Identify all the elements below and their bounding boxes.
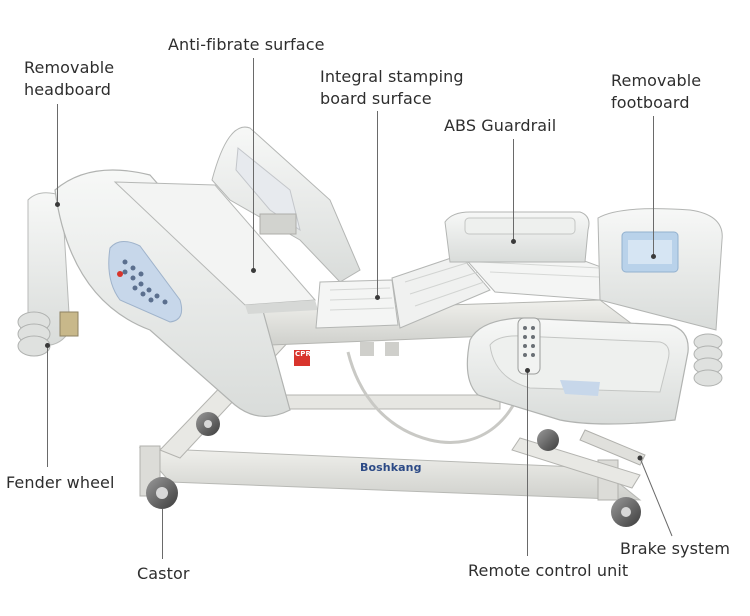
leader-dot-remote-control: [525, 368, 530, 373]
footboard: [597, 208, 723, 387]
callout-integral-stamping: Integral stamping board surface: [320, 67, 464, 108]
castor-front-right: [611, 497, 641, 527]
leader-dot-headboard: [55, 202, 60, 207]
castor-front-left: [146, 477, 178, 509]
abs-guardrail-rear: [444, 211, 590, 263]
left-guardrail: [54, 169, 291, 417]
leader-abs-guardrail: [513, 139, 514, 241]
castor-rear-right: [537, 429, 559, 451]
callout-remote-control-unit: Remote control unit: [468, 561, 629, 580]
remote-control-handset: [517, 317, 541, 375]
leader-headboard: [57, 104, 58, 204]
leader-dot-anti-fibrate: [251, 268, 256, 273]
leader-dot-fender-wheel: [45, 343, 50, 348]
bed-brand-text: Boshkang: [360, 461, 422, 474]
castor-rear-left: [196, 412, 220, 436]
callout-removable-headboard: Removable headboard: [24, 58, 115, 99]
guardrail-keypad: [122, 259, 168, 305]
leader-dot-footboard: [651, 254, 656, 259]
leader-castor: [162, 509, 163, 559]
leader-remote-control: [527, 370, 528, 556]
leader-dot-integral-stamping: [375, 295, 380, 300]
leader-anti-fibrate: [253, 58, 254, 270]
callout-anti-fibrate-surface: Anti-fibrate surface: [168, 35, 325, 54]
thigh-section: [391, 254, 491, 329]
leader-dot-abs-guardrail: [511, 239, 516, 244]
callout-fender-wheel: Fender wheel: [6, 473, 115, 492]
cpr-handle: [294, 350, 310, 366]
leader-fender-wheel: [47, 345, 48, 467]
leader-footboard: [653, 116, 654, 256]
headboard: [17, 192, 79, 357]
back-section: [113, 181, 318, 314]
callout-brake-system: Brake system: [620, 539, 731, 558]
callout-castor: Castor: [137, 564, 190, 583]
leader-integral-stamping: [377, 111, 378, 297]
cpr-tag-text: CPR: [295, 350, 311, 358]
seat-section: [315, 279, 399, 329]
callout-abs-guardrail: ABS Guardrail: [444, 116, 557, 135]
callout-removable-footboard: Removable footboard: [611, 71, 702, 112]
rear-head-rail: [211, 126, 361, 283]
